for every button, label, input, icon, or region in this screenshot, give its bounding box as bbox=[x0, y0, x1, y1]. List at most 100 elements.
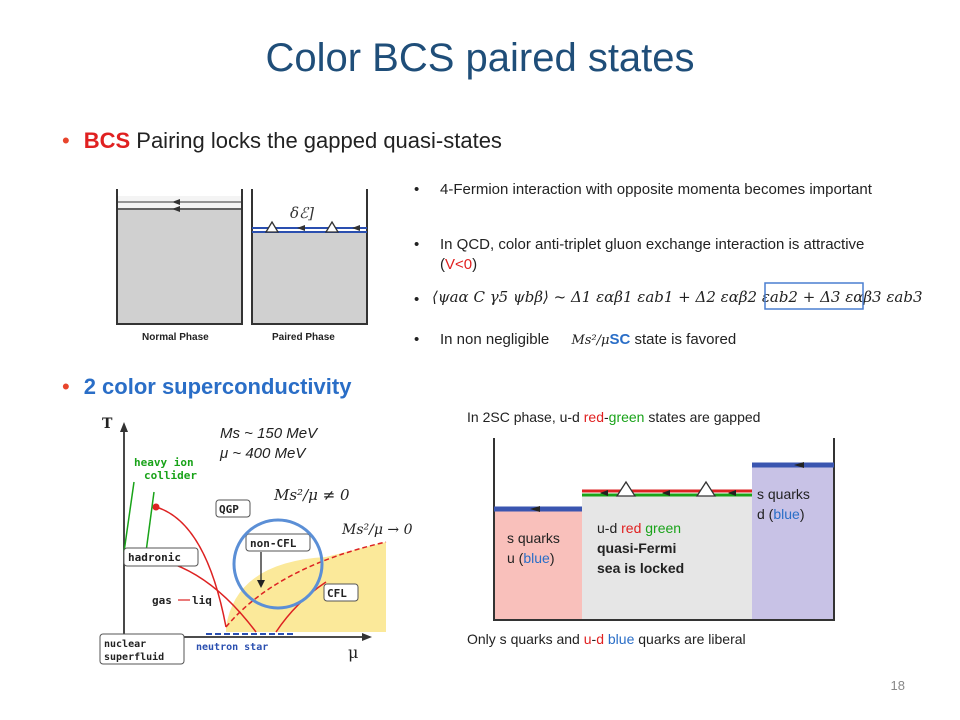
fermi-bottom-post: quarks are liberal bbox=[634, 631, 746, 647]
locked-region-label: u-d red green quasi-Fermi sea is locked bbox=[597, 518, 684, 578]
d-region-close: ) bbox=[799, 506, 805, 522]
d-region-line2: d (blue) bbox=[757, 504, 810, 524]
fermi-bottom-pre: Only s quarks and bbox=[467, 631, 584, 647]
u-region-line2: u (blue) bbox=[507, 548, 560, 568]
subbullet-qcd-close: ) bbox=[472, 256, 478, 273]
mu-axis-arrow bbox=[362, 633, 372, 641]
paired-phase-fill bbox=[252, 232, 367, 324]
u-arrow bbox=[530, 506, 540, 512]
cfl-boundary bbox=[225, 541, 387, 628]
mu-axis-label: μ bbox=[348, 643, 358, 662]
cfl-region bbox=[226, 542, 386, 632]
fermi-top-post: states are gapped bbox=[644, 409, 761, 425]
subbullet-qcd-text: In QCD, color anti-triplet gluon exchang… bbox=[440, 236, 865, 273]
paired-phase-label: Paired Phase bbox=[272, 332, 335, 343]
nuclear-label: nuclear bbox=[104, 639, 146, 650]
heavy-ion-label-1: heavy ion bbox=[134, 456, 194, 469]
bullet-dot: • bbox=[62, 374, 70, 399]
bullet-bcs-pairing: • BCS Pairing locks the gapped quasi-stat… bbox=[62, 128, 502, 154]
fermi-top-caption: In 2SC phase, u-d red-green states are g… bbox=[467, 407, 760, 427]
subbullet-dot: • bbox=[414, 236, 420, 253]
fermi-bottom-blue: blue bbox=[604, 631, 635, 647]
locked-line1: u-d red green bbox=[597, 518, 684, 538]
d-region-blue: blue bbox=[773, 506, 800, 522]
d-region-d: d ( bbox=[757, 506, 774, 522]
paired-arrow bbox=[297, 225, 305, 231]
non-cfl-arrowhead bbox=[257, 580, 265, 588]
hadronic-box bbox=[123, 547, 199, 567]
t-axis-arrow bbox=[120, 422, 128, 432]
locked-red: red bbox=[621, 520, 642, 536]
fermi-top-red: red bbox=[583, 409, 604, 425]
locked-triangle-2 bbox=[695, 480, 717, 497]
fermi-top-dash: - bbox=[603, 409, 609, 425]
d-region-line1: s quarks bbox=[757, 486, 810, 502]
locked-green: green bbox=[645, 520, 682, 536]
subbullet-non-negligible: •In non negligible Ms²/μSC state is favo… bbox=[414, 330, 880, 351]
highlight-circle bbox=[232, 518, 324, 610]
locked-line3: sea is locked bbox=[597, 560, 685, 576]
gap-formula: ⟨ψaα C γ5 ψbβ⟩ ~ Δ1 εαβ1 εab1 + Δ2 εαβ2 … bbox=[432, 282, 923, 310]
delta3-box bbox=[764, 282, 864, 310]
locked-arrow-2 bbox=[662, 490, 670, 496]
fermi-bottom-d: d bbox=[596, 631, 604, 647]
qgp-label: QGP bbox=[219, 503, 239, 516]
normal-arrow-2 bbox=[172, 199, 180, 205]
normal-phase-label: Normal Phase bbox=[142, 332, 209, 343]
u-region-u: u ( bbox=[507, 550, 524, 566]
ms2-mu-formula: Ms²/μ bbox=[571, 333, 610, 348]
hadronic-label: hadronic bbox=[128, 551, 181, 564]
paired-triangle-2 bbox=[324, 220, 340, 233]
v-negative: V<0 bbox=[445, 256, 473, 273]
ms-param: Ms ~ 150 MeV bbox=[220, 425, 319, 442]
bullet-bcs-text: Pairing locks the gapped quasi-states bbox=[130, 128, 502, 153]
paired-arrow-2 bbox=[352, 225, 360, 231]
locked-line2: quasi-Fermi bbox=[597, 540, 677, 556]
sc-label: SC bbox=[609, 331, 631, 348]
u-region-close: ) bbox=[549, 550, 555, 566]
gas-label: gas bbox=[152, 594, 172, 607]
non-cfl-box bbox=[245, 533, 311, 552]
fermi-bottom-dash: - bbox=[591, 631, 597, 647]
superfluid-label: superfluid bbox=[104, 651, 164, 663]
subbullet-4fermion: • 4-Fermion interaction with opposite mom… bbox=[414, 180, 880, 200]
delta-e-label: δℰ] bbox=[290, 204, 314, 222]
locked-arrow-3 bbox=[728, 490, 736, 496]
page-number: 18 bbox=[890, 678, 905, 693]
bullet-dot: • bbox=[62, 128, 70, 153]
non-cfl-label: non-CFL bbox=[250, 537, 297, 550]
t-axis-label: T bbox=[102, 416, 113, 432]
locked-arrow-1 bbox=[600, 490, 608, 496]
gap-formula-text: ⟨ψaα C γ5 ψbβ⟩ ~ Δ1 εαβ1 εab1 + Δ2 εαβ2 … bbox=[432, 288, 923, 306]
normal-phase-walls bbox=[116, 189, 243, 325]
cfl-label: CFL bbox=[327, 587, 347, 600]
qcd-phase-diagram: T μ heavy ion collider QGP hadronic non-… bbox=[99, 416, 413, 665]
nuclear-superfluid-box bbox=[99, 633, 185, 665]
bcs-pairing-figure: δℰ] Normal Phase Paired Phase bbox=[116, 189, 368, 343]
critical-point bbox=[152, 503, 160, 511]
d-blue-region bbox=[752, 466, 834, 620]
locked-ud: u-d bbox=[597, 520, 622, 536]
bcs-highlight: BCS bbox=[83, 128, 131, 153]
subbullet-4fermion-text: 4-Fermion interaction with opposite mome… bbox=[440, 181, 872, 198]
subbullet-non-negligible-text: In non negligible bbox=[440, 331, 550, 348]
fermi-top-green: green bbox=[608, 409, 645, 425]
normal-phase-fill bbox=[117, 209, 242, 324]
subbullet-dot-formula: • bbox=[414, 291, 420, 308]
fermi-sea-diagram bbox=[493, 438, 835, 621]
subbullet-qcd: • In QCD, color anti-triplet gluon exchan… bbox=[414, 235, 880, 275]
cfl-box bbox=[323, 583, 359, 602]
u-region-blue: blue bbox=[523, 550, 550, 566]
u-blue-region bbox=[494, 510, 582, 620]
bullet-2-color-text: 2 color superconductivity bbox=[83, 374, 352, 399]
subbullet-non-negligible-tail: state is favored bbox=[630, 331, 737, 348]
slide-title: Color BCS paired states bbox=[265, 36, 695, 80]
liq-label: liq bbox=[192, 594, 212, 607]
bullet-2-color: • 2 color superconductivity bbox=[62, 374, 351, 400]
heavy-ion-arrow-1 bbox=[123, 481, 135, 553]
mu-param: μ ~ 400 MeV bbox=[219, 445, 307, 462]
normal-arrow bbox=[172, 206, 180, 212]
subbullet-dot: • bbox=[414, 181, 420, 198]
d-arrow bbox=[794, 462, 804, 468]
paired-triangle-1 bbox=[264, 220, 280, 233]
